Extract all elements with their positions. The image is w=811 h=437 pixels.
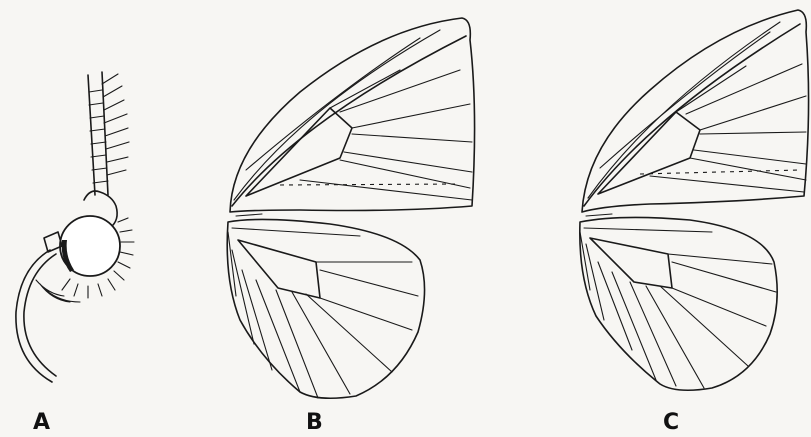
forewing-b <box>230 18 475 216</box>
proboscis <box>16 250 52 382</box>
forewing-discal-cell <box>246 108 352 196</box>
forewing-anal-fold <box>280 184 460 185</box>
hindwing-outline-c <box>580 217 777 390</box>
panel-label-a: A <box>33 410 50 435</box>
proboscis-inner <box>24 254 56 376</box>
forewing-outline <box>230 18 475 212</box>
forewing-discal-cell-c <box>598 112 700 194</box>
panel-label-b: B <box>306 410 323 435</box>
palp-hair <box>36 280 80 302</box>
head-drawing-a <box>16 72 134 382</box>
hindwing-outline <box>227 219 424 398</box>
panel-label-c: C <box>663 410 679 435</box>
hindwing-c <box>580 217 777 390</box>
hindwing-b <box>227 219 424 398</box>
hindwing-discal-cell <box>238 240 320 298</box>
forewing-c <box>582 10 809 216</box>
